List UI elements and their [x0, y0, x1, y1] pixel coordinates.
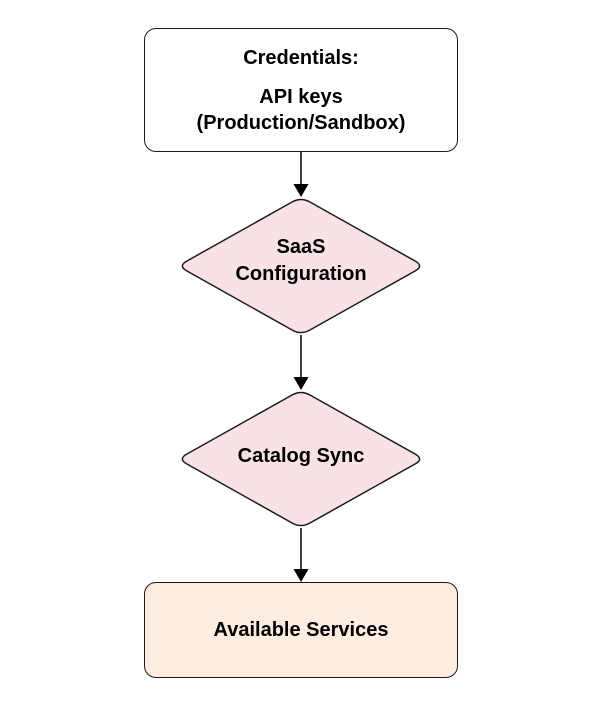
available-services-label: Available Services — [213, 619, 389, 641]
arrow-head-icon — [293, 377, 309, 390]
arrow-saas-to-catalog — [293, 335, 309, 390]
arrow-catalog-to-services — [293, 528, 309, 582]
arrow-head-icon — [293, 569, 309, 582]
available-services-node: Available Services — [144, 582, 458, 678]
credentials-node: Credentials: API keys (Production/Sandbo… — [144, 28, 458, 152]
credentials-subtitle: API keys (Production/Sandbox) — [196, 85, 406, 134]
catalog-sync-diamond — [181, 391, 421, 527]
credentials-title: Credentials: — [243, 46, 359, 69]
saas-configuration-diamond — [181, 198, 421, 334]
arrow-head-icon — [293, 184, 309, 197]
arrow-credentials-to-saas — [293, 152, 309, 197]
